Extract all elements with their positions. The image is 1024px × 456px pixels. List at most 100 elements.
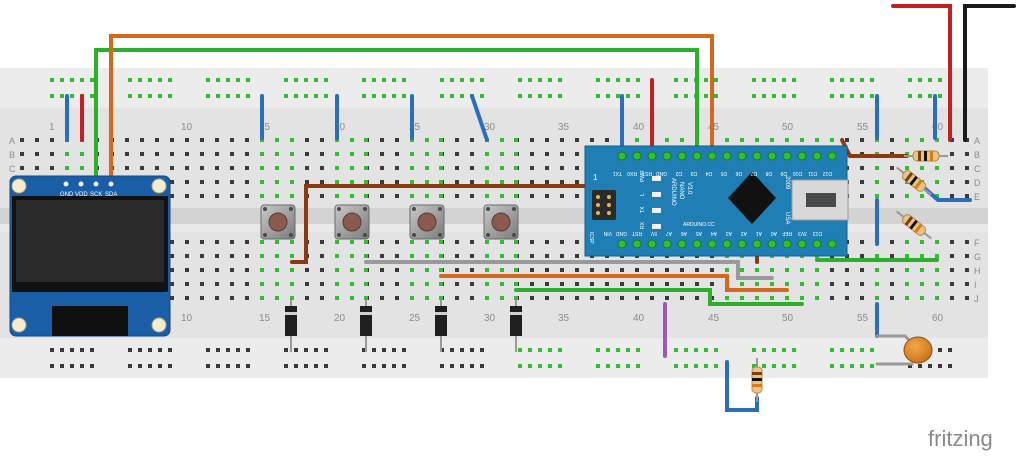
breadboard-hole	[215, 240, 219, 244]
breadboard-hole	[845, 268, 849, 272]
rail-hole-connected	[908, 94, 912, 98]
breadboard-hole	[620, 296, 624, 300]
arduino-pin-header	[617, 151, 837, 249]
blue-wire[interactable]	[470, 94, 489, 142]
breadboard-hole	[170, 296, 174, 300]
breadboard-hole	[185, 268, 189, 272]
row-letter: B	[9, 150, 15, 160]
connected-hole	[755, 296, 759, 300]
rail-hole-connected	[616, 348, 620, 352]
breadboard-hole	[530, 194, 534, 198]
rail-hole-connected	[792, 78, 796, 82]
orange-wire[interactable]	[439, 274, 789, 292]
resistor[interactable]	[894, 208, 935, 243]
push-button[interactable]	[483, 204, 519, 240]
resistor[interactable]	[751, 358, 763, 402]
rail-hole-connected	[206, 94, 210, 98]
push-button[interactable]	[260, 204, 296, 240]
diode[interactable]	[510, 300, 522, 352]
breadboard-hole	[860, 282, 864, 286]
breadboard-hole	[470, 152, 474, 156]
connected-hole	[290, 282, 294, 286]
arduino-nano[interactable]: PWR L TX RX ARDUINO NANO V3.0 ARDUINO.CC…	[584, 145, 849, 257]
power-red-wire[interactable]	[891, 4, 952, 142]
connected-hole	[439, 180, 443, 184]
breadboard-hole	[185, 138, 189, 142]
rail-hole-connected	[518, 78, 522, 82]
green-wire[interactable]	[514, 288, 804, 306]
breadboard-hole	[545, 166, 549, 170]
diode[interactable]	[285, 300, 297, 352]
rail-hole-connected	[762, 364, 766, 368]
rail-hole-connected	[850, 94, 854, 98]
breadboard-hole	[320, 268, 324, 272]
rail-hole-connected	[704, 348, 708, 352]
rail-hole-connected	[284, 78, 288, 82]
connected-hole	[875, 254, 879, 258]
sda-orange-wire[interactable]	[109, 34, 714, 186]
rail-hole-connected	[870, 78, 874, 82]
breadboard-hole	[395, 194, 399, 198]
breadboard-hole	[215, 282, 219, 286]
ceramic-capacitor[interactable]	[903, 336, 933, 364]
rail-hole-connected	[50, 94, 54, 98]
rail-hole-connected	[928, 78, 932, 82]
resistor[interactable]	[894, 164, 935, 199]
diode[interactable]	[360, 300, 372, 352]
connected-hole	[439, 138, 443, 142]
rail-hole-connected	[402, 94, 406, 98]
connected-hole	[755, 268, 759, 272]
connected-hole	[425, 180, 429, 184]
breadboard-hole	[950, 268, 954, 272]
connected-hole	[514, 268, 518, 272]
breadboard-hole	[455, 166, 459, 170]
resistor-brown-wire[interactable]	[840, 138, 909, 158]
rail-hole-connected	[246, 94, 250, 98]
breadboard-hole	[200, 254, 204, 258]
rail-hole-connected	[558, 94, 562, 98]
rail-hole	[168, 348, 172, 352]
rail-hole-connected	[792, 348, 796, 352]
pin-label: A5	[696, 230, 702, 236]
column-number: 1	[49, 122, 55, 133]
diode[interactable]	[435, 300, 447, 352]
breadboard-hole	[155, 138, 159, 142]
rail-hole-connected	[626, 94, 630, 98]
led	[652, 224, 661, 229]
breadboard-hole	[380, 268, 384, 272]
breadboard-hole	[185, 194, 189, 198]
breadboard-hole	[560, 282, 564, 286]
sck-green-wire[interactable]	[94, 48, 699, 186]
breadboard-hole	[20, 166, 24, 170]
rail-hole-connected	[674, 364, 678, 368]
rail-hole	[158, 364, 162, 368]
breadboard-hole	[830, 282, 834, 286]
oled-pin-label: SDA	[105, 192, 117, 198]
connected-hole	[425, 282, 429, 286]
breadboard-hole	[395, 180, 399, 184]
rail-hole-connected	[90, 78, 94, 82]
rail-hole-connected	[860, 364, 864, 368]
breadboard-hole	[140, 138, 144, 142]
resistor[interactable]	[904, 150, 948, 162]
rail-hole-connected	[626, 348, 630, 352]
rail-hole-connected	[870, 364, 874, 368]
blue-wire[interactable]	[725, 360, 759, 412]
connected-hole	[755, 282, 759, 286]
column-number: 15	[259, 122, 271, 133]
row-letter: I	[974, 280, 977, 290]
breadboard-hole	[950, 296, 954, 300]
rail-hole-connected	[538, 348, 542, 352]
gray-wire[interactable]	[364, 260, 774, 280]
rail-hole-connected	[860, 94, 864, 98]
rail-hole-connected	[918, 94, 922, 98]
push-button[interactable]	[409, 204, 445, 240]
oled-display-module[interactable]: GND VDD SCK SDA	[9, 175, 171, 337]
pin-label: D9	[780, 170, 787, 176]
push-button[interactable]	[334, 204, 370, 240]
breadboard-hole	[215, 152, 219, 156]
connected-hole	[500, 166, 504, 170]
breadboard-hole	[230, 166, 234, 170]
top-power-rail	[0, 68, 988, 108]
ground-black-wire[interactable]	[963, 4, 1016, 142]
